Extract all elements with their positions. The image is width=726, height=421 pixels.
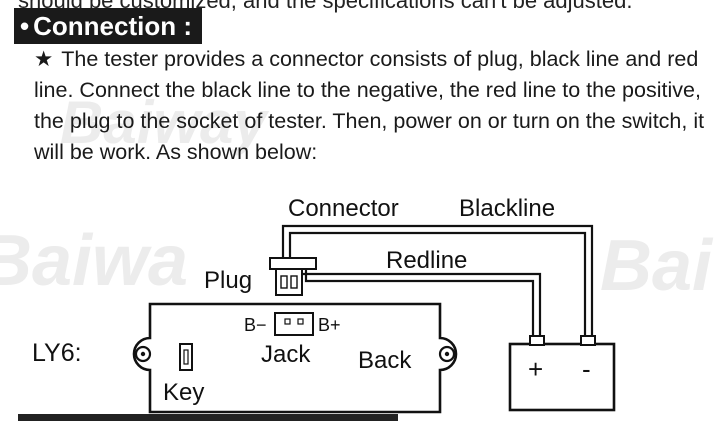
section-heading: •Connection : [14, 8, 202, 44]
connector-label: Connector [288, 195, 399, 222]
key-button-icon [179, 343, 193, 371]
instruction-paragraph: ★The tester provides a connector consist… [34, 44, 706, 168]
plug [269, 257, 317, 296]
battery-plus-label: + [528, 354, 543, 384]
blackline-label: Blackline [459, 195, 555, 222]
redline-label: Redline [386, 247, 467, 274]
paragraph-text: The tester provides a connector consists… [34, 47, 705, 164]
battery-minus-label: - [582, 354, 591, 384]
ly6-device-body [132, 302, 458, 414]
battery [508, 335, 616, 412]
bottom-edge-bar [18, 414, 398, 421]
jack-socket [274, 312, 314, 336]
bullet-icon: • [20, 11, 30, 41]
plug-label: Plug [204, 267, 252, 294]
heading-text: Connection : [33, 11, 192, 41]
b-minus-label: B− [244, 315, 267, 335]
jack-label: Jack [261, 341, 311, 368]
left-screw-icon [134, 345, 152, 363]
star-icon: ★ [34, 47, 54, 71]
black-wire [281, 224, 594, 338]
device-label: LY6: [32, 339, 82, 367]
key-label: Key [163, 379, 204, 406]
back-label: Back [358, 347, 412, 374]
b-plus-label: B+ [318, 315, 341, 335]
right-screw-icon [438, 345, 456, 363]
